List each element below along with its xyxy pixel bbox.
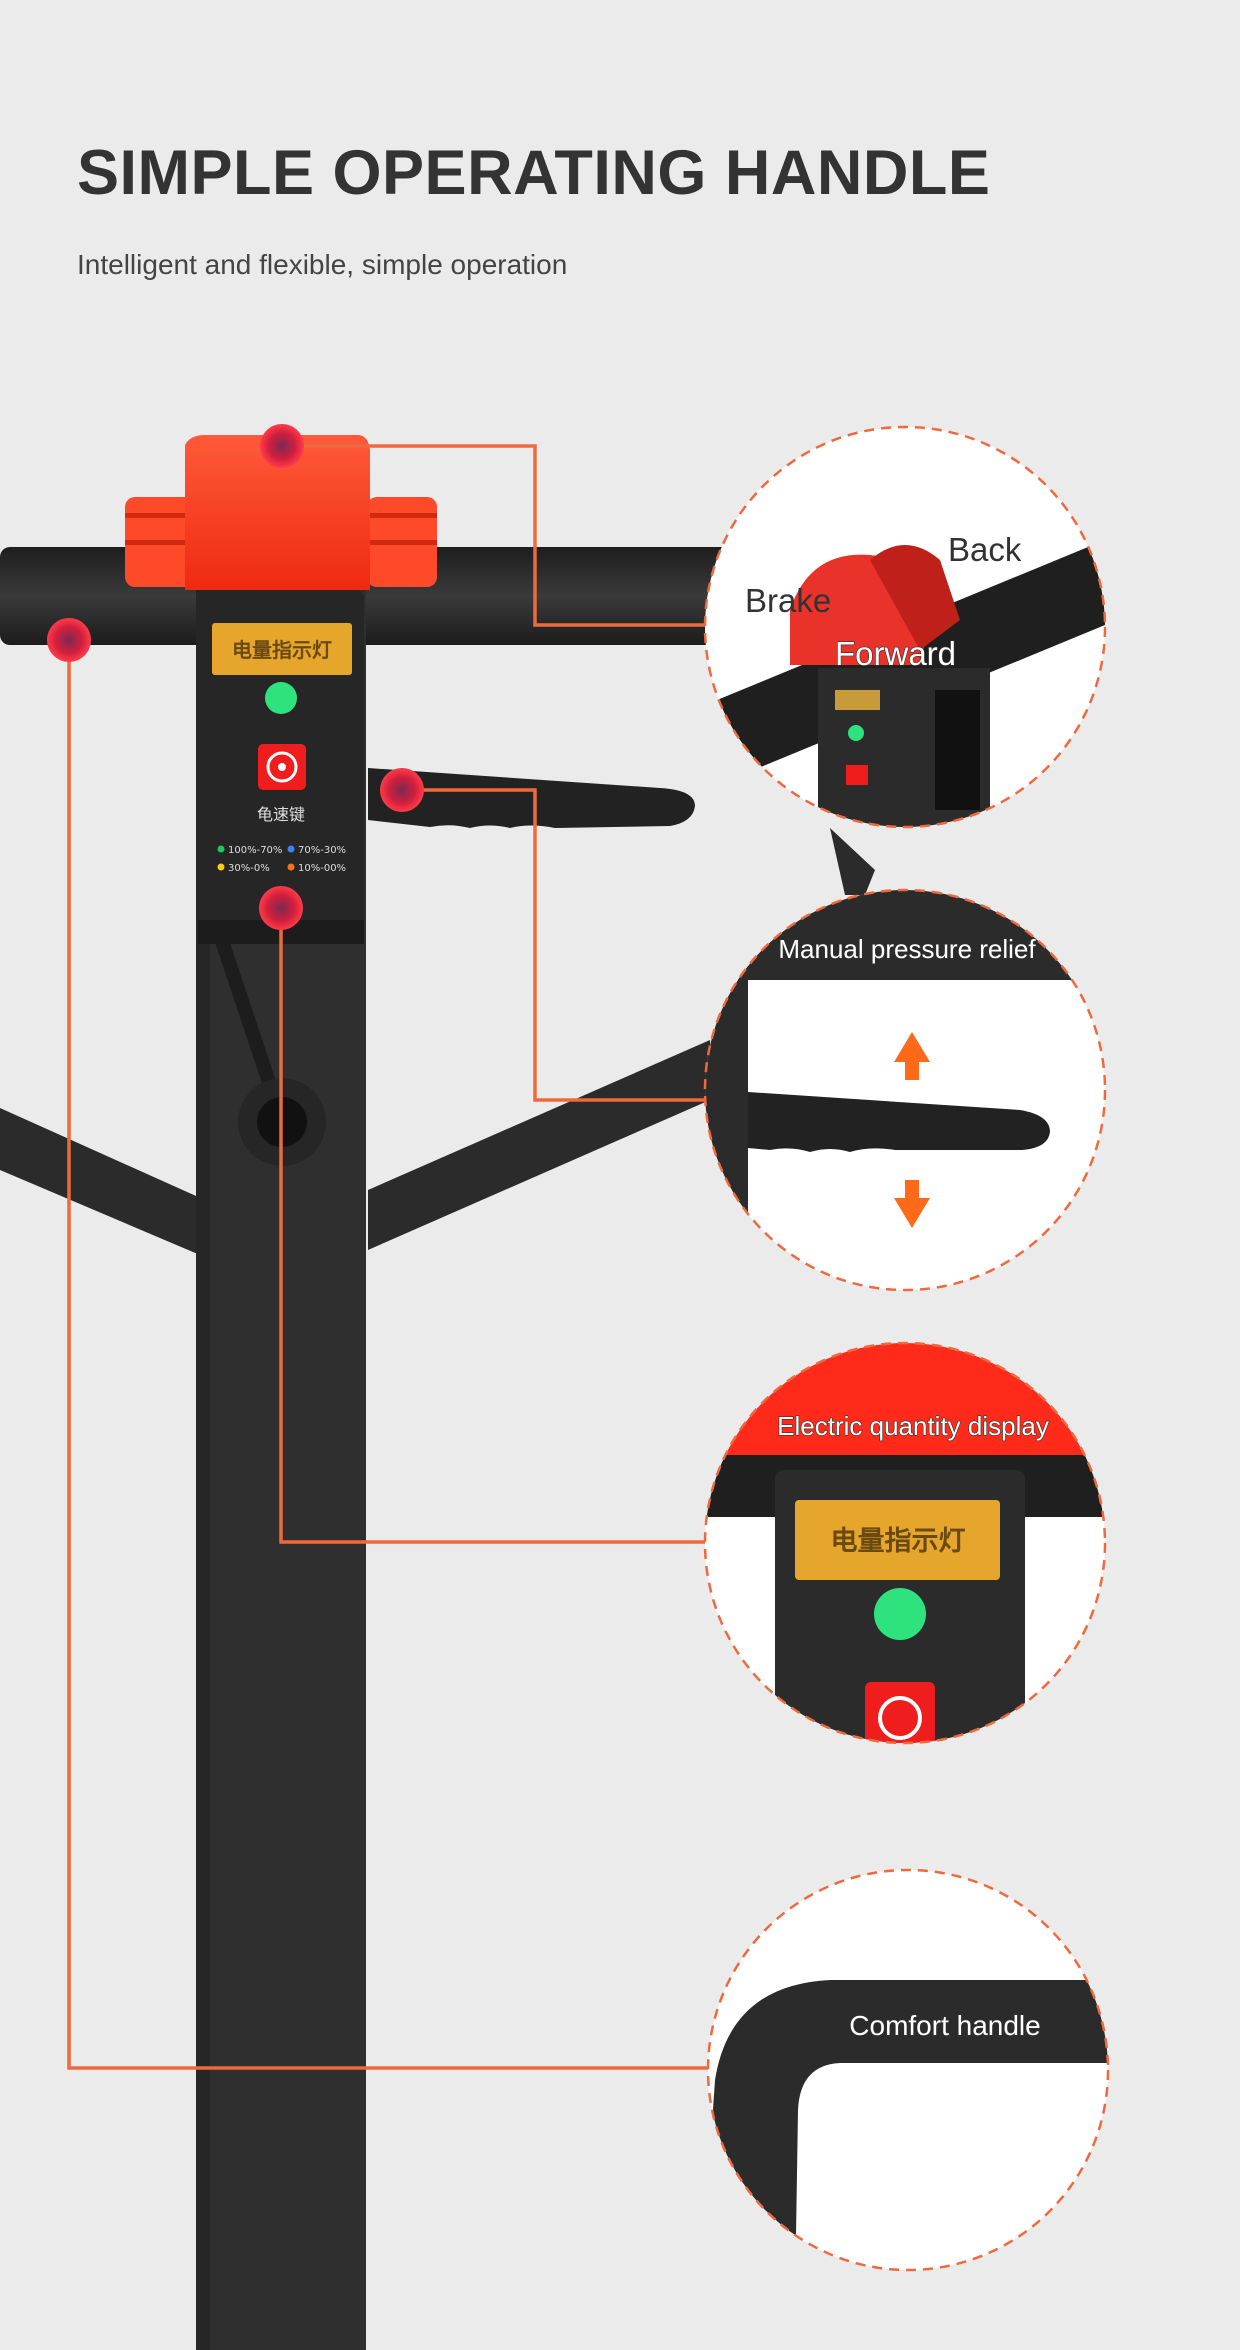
brake-label: Brake [745,582,831,619]
turtle-key-label: 龟速键 [257,805,305,824]
battery-indicator-light [265,682,297,714]
marker-dot [260,424,304,468]
legend-item: 100%-70% [228,845,282,856]
legend-item: 70%-30% [298,845,346,856]
turtle-speed-button[interactable] [258,744,306,790]
arrow-up-icon [894,1032,930,1080]
arrow-down-icon [894,1180,930,1228]
page-title: SIMPLE OPERATING HANDLE [77,138,991,208]
callout-neck [830,828,875,895]
marker-dot [47,618,91,662]
legend-item: 30%-0% [228,863,270,874]
comfort-handle-label: Comfort handle [849,2010,1040,2041]
electric-display-label: Electric quantity display [777,1411,1049,1441]
callout-pressure-relief: Manual pressure relief [703,888,1107,1292]
page-subtitle: Intelligent and flexible, simple operati… [77,249,568,280]
pressure-relief-lever[interactable] [368,768,695,828]
callout-electric-display: 电量指示灯 Electric quantity display [703,1341,1107,1745]
callout-lines [67,444,710,2070]
battery-legend: 100%-70% 70%-30% 30%-0% 10%-00% [217,845,346,874]
throttle-block[interactable] [125,435,437,590]
turtle-icon [266,751,298,783]
legend-item: 10%-00% [298,863,346,874]
indicator-label: 电量指示灯 [232,638,332,662]
callout-comfort: Comfort handle [706,1868,1110,2272]
back-label: Back [948,531,1022,568]
marker-dot [380,768,424,812]
marker-dot [259,886,303,930]
callout-markers [47,424,424,930]
pressure-relief-label: Manual pressure relief [778,934,1036,964]
control-panel: 电量指示灯 龟速键 100%-70% 70%-30% 30%-0% 10%-00… [212,623,352,874]
indicator-plate [212,623,352,675]
zoom-indicator-label: 电量指示灯 [831,1526,966,1557]
forward-label: Forward [835,635,956,672]
callout-throttle: Brake Back Forward [703,425,1107,829]
